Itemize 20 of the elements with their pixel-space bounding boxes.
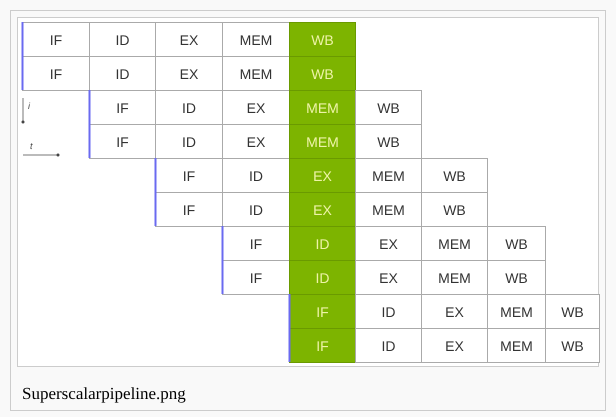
- stage-cell: EX: [289, 158, 356, 193]
- stage-cell: WB: [355, 124, 422, 159]
- stage-cell: WB: [289, 22, 356, 57]
- stage-cell: IF: [289, 294, 356, 329]
- caption: Superscalarpipeline.png: [22, 384, 186, 404]
- stage-cell: ID: [289, 226, 356, 261]
- axis-label: i: [28, 101, 30, 111]
- axis-label: t: [30, 141, 33, 151]
- stage-cell: WB: [487, 226, 546, 261]
- stage-cell: WB: [545, 328, 600, 363]
- stage-cell: ID: [355, 328, 422, 363]
- stage-cell: WB: [355, 90, 422, 125]
- stage-cell: IF: [289, 328, 356, 363]
- stage-cell: MEM: [289, 124, 356, 159]
- stage-cell: WB: [545, 294, 600, 329]
- stage-cell: MEM: [289, 90, 356, 125]
- stage-cell: WB: [289, 56, 356, 91]
- stage-cell: ID: [289, 260, 356, 295]
- stage-cell: EX: [289, 192, 356, 227]
- stage-cell: WB: [421, 158, 488, 193]
